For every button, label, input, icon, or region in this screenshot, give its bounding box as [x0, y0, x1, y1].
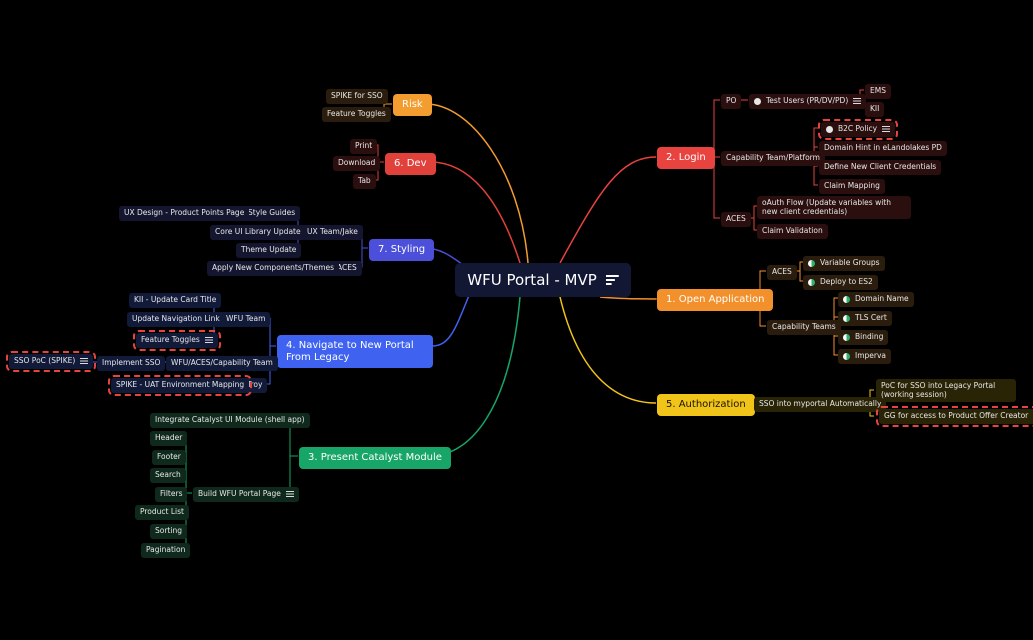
dev-download[interactable]: Download: [333, 156, 381, 171]
root-title: WFU Portal - MVP: [467, 271, 597, 289]
clock-icon: [826, 125, 833, 133]
login-claim-validation[interactable]: Claim Validation: [757, 224, 828, 239]
styling-ux-team[interactable]: UX Team/Jake: [302, 225, 363, 240]
branch-risk[interactable]: Risk: [393, 94, 432, 116]
styling-apply-new[interactable]: Apply New Components/Themes: [207, 261, 340, 276]
login-ems[interactable]: EMS: [865, 84, 891, 99]
styling-style-guides[interactable]: Style Guides: [243, 206, 301, 221]
styling-aces[interactable]: ACES: [332, 261, 362, 276]
login-define-new[interactable]: Define New Client Credentials: [819, 160, 942, 175]
present-integrate[interactable]: Integrate Catalyst UI Module (shell app): [150, 413, 310, 428]
note-icon[interactable]: [882, 126, 891, 132]
branch-styling[interactable]: 7. Styling: [369, 239, 435, 261]
present-filters[interactable]: Filters: [155, 487, 188, 502]
navigate-sso-poc[interactable]: SSO PoC (SPIKE): [5, 351, 97, 372]
progress-icon: [843, 295, 850, 303]
navigate-update-nav[interactable]: Update Navigation Link: [127, 312, 225, 327]
dev-print[interactable]: Print: [350, 139, 378, 154]
open-binding[interactable]: Binding: [838, 330, 889, 345]
styling-core-ui[interactable]: Core UI Library Update: [210, 225, 306, 240]
open-capability[interactable]: Capability Teams: [767, 320, 841, 335]
note-icon[interactable]: [80, 358, 89, 364]
note-icon[interactable]: [204, 337, 213, 343]
open-tls-cert[interactable]: TLS Cert: [838, 311, 892, 326]
branch-open-app[interactable]: 1. Open Application: [657, 289, 774, 311]
login-capability[interactable]: Capability Team/Platform: [721, 151, 825, 166]
navigate-feature-toggles[interactable]: Feature Toggles: [133, 330, 221, 351]
present-pagination[interactable]: Pagination: [141, 543, 191, 558]
present-search[interactable]: Search: [150, 468, 186, 483]
open-imperva[interactable]: Imperva: [838, 349, 892, 364]
styling-ux-design[interactable]: UX Design - Product Points Page: [119, 206, 250, 221]
present-sorting[interactable]: Sorting: [150, 524, 187, 539]
navigate-implement-sso[interactable]: Implement SSO: [97, 356, 166, 371]
login-b2c[interactable]: B2C Policy: [817, 119, 899, 140]
login-aces[interactable]: ACES: [721, 212, 751, 227]
branch-present[interactable]: 3. Present Catalyst Module: [299, 447, 451, 469]
login-kii[interactable]: KII: [865, 102, 885, 117]
note-icon[interactable]: [605, 275, 619, 285]
login-test-users[interactable]: Test Users (PR/DV/PD): [749, 94, 867, 109]
navigate-kii[interactable]: KII - Update Card Title: [129, 293, 222, 308]
login-oauth[interactable]: oAuth Flow (Update variables with new cl…: [757, 196, 911, 220]
branch-login[interactable]: 2. Login: [657, 147, 715, 169]
progress-icon: [808, 259, 815, 267]
navigate-wfu-team[interactable]: WFU Team: [221, 312, 271, 327]
login-claim-mapping[interactable]: Claim Mapping: [819, 179, 885, 194]
dev-tab[interactable]: Tab: [353, 174, 376, 189]
present-header[interactable]: Header: [150, 431, 188, 446]
present-product-list[interactable]: Product List: [135, 505, 189, 520]
login-po[interactable]: PO: [721, 94, 742, 109]
open-aces[interactable]: ACES: [767, 265, 797, 280]
present-build[interactable]: Build WFU Portal Page: [193, 487, 299, 502]
root-node[interactable]: WFU Portal - MVP: [455, 263, 631, 297]
auth-sso-auto[interactable]: SSO into myportal Automatically: [754, 397, 887, 412]
navigate-spike-uat[interactable]: SPIKE - UAT Environment Mapping: [107, 375, 253, 396]
risk-feature-toggles[interactable]: Feature Toggles: [322, 107, 391, 122]
branch-dev[interactable]: 6. Dev: [385, 153, 436, 175]
progress-icon: [843, 333, 850, 341]
clock-icon: [754, 97, 761, 105]
open-deploy-es2[interactable]: Deploy to ES2: [803, 275, 878, 290]
progress-icon: [808, 278, 815, 286]
open-variable-groups[interactable]: Variable Groups: [803, 256, 885, 271]
branch-authorization[interactable]: 5. Authorization: [657, 394, 755, 416]
open-domain-name[interactable]: Domain Name: [838, 292, 914, 307]
progress-icon: [843, 314, 850, 322]
progress-icon: [843, 352, 850, 360]
navigate-wfu-aces[interactable]: WFU/ACES/Capability Team: [166, 356, 278, 371]
styling-theme-update[interactable]: Theme Update: [236, 243, 302, 258]
auth-poc-sso[interactable]: PoC for SSO into Legacy Portal (working …: [876, 379, 1016, 403]
risk-spike-sso[interactable]: SPIKE for SSO: [326, 89, 388, 104]
auth-gg-access[interactable]: GG for access to Product Offer Creator: [875, 406, 1033, 427]
note-icon[interactable]: [853, 98, 862, 104]
login-domain-hint[interactable]: Domain Hint in eLandolakes PD: [819, 141, 947, 156]
note-icon[interactable]: [285, 491, 294, 497]
branch-navigate[interactable]: 4. Navigate to New Portal From Legacy: [277, 335, 433, 368]
present-footer[interactable]: Footer: [152, 450, 186, 465]
